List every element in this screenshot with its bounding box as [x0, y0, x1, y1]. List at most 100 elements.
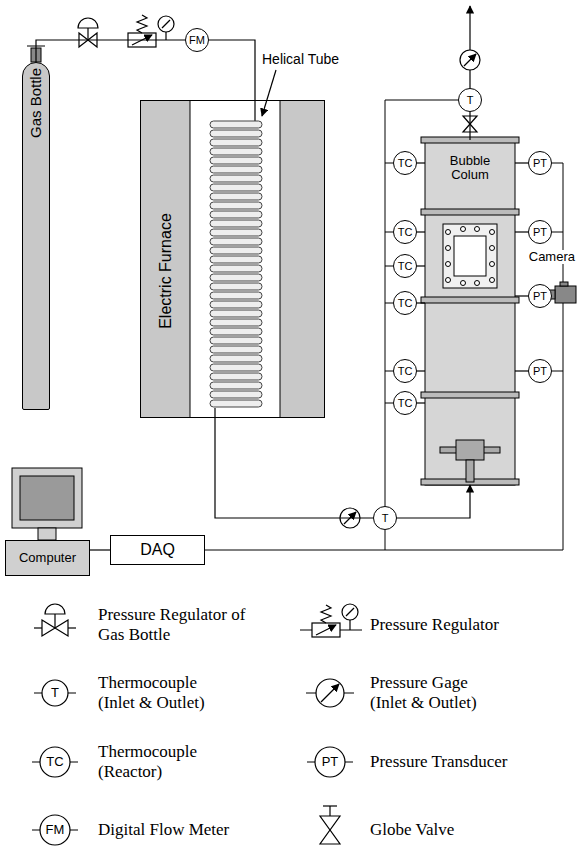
- pipe-connector: [417, 162, 425, 163]
- helical-tube: [210, 193, 262, 200]
- symbol-label: PT: [322, 755, 339, 769]
- view-window: [475, 227, 480, 232]
- helical-tube: [210, 364, 262, 371]
- helical-tube: [210, 355, 262, 362]
- legend-symbols: [42, 620, 55, 636]
- view-window: [454, 236, 486, 276]
- legend-symbols: [329, 806, 330, 816]
- computer-icon: [12, 468, 82, 540]
- legend-text: Thermocouple (Inlet & Outlet): [98, 673, 218, 712]
- legend-symbols: [349, 620, 350, 630]
- computer-icon: [38, 528, 56, 540]
- legend-symbols: [42, 680, 68, 706]
- bubble-column: [425, 140, 515, 485]
- computer: Computer: [5, 540, 90, 576]
- legend-symbols: [316, 679, 344, 707]
- pipe-connector: [515, 295, 528, 296]
- pressure-transducer: PT: [528, 284, 552, 308]
- signal-wire: [205, 100, 563, 550]
- legend-symbols: [312, 623, 340, 637]
- helical-tube: [210, 301, 262, 308]
- view-window: [446, 278, 451, 283]
- legend-symbols: [321, 684, 339, 702]
- helical-tube: [210, 247, 262, 254]
- helical-tube: [210, 121, 262, 128]
- pipe-connector: [417, 402, 425, 403]
- helical-tube: [210, 265, 262, 272]
- view-window: [446, 230, 451, 235]
- helical-tube: [210, 130, 262, 137]
- camera-icon: [555, 286, 576, 303]
- symbol-label: TC: [46, 755, 63, 769]
- symbol-label: FM: [46, 823, 65, 837]
- pressure-regulator: [165, 32, 166, 40]
- signal-wire: [385, 530, 386, 550]
- pipe-connector: [36, 40, 185, 62]
- leader-line: [262, 70, 276, 116]
- view-window: [490, 230, 495, 235]
- legend-symbols: [320, 816, 340, 830]
- signal-wire: [385, 100, 458, 101]
- electric-furnace: Electric Furnace: [140, 100, 325, 418]
- flow-meter: FM: [185, 28, 209, 52]
- symbol-label: TC: [398, 260, 413, 272]
- signal-wire: [205, 550, 563, 551]
- bubble-column: Bubble Colum: [425, 140, 515, 485]
- symbol-label: PT: [533, 365, 547, 377]
- helical-tube: [210, 220, 262, 227]
- signal-wire: [385, 266, 393, 267]
- node-label: Gas Bottle: [28, 68, 45, 138]
- pipe-connector: [209, 40, 255, 100]
- legend-symbols: [40, 815, 70, 845]
- pipe-connector: [469, 112, 470, 140]
- helical-tube: [210, 337, 262, 344]
- legend-symbols: [320, 830, 340, 844]
- pipe-connector: [417, 370, 425, 371]
- node-label: Computer: [19, 551, 76, 565]
- legend-symbols: [34, 627, 42, 628]
- pressure-regulator: [158, 16, 174, 32]
- pressure-transducer: PT: [528, 151, 552, 175]
- helical-tube: [210, 328, 262, 335]
- legend-text: Digital Flow Meter: [98, 820, 268, 840]
- helical-tube: [210, 166, 262, 173]
- helical-tube: [210, 292, 262, 299]
- view-window: [461, 281, 466, 286]
- legend-symbols: [342, 604, 358, 620]
- legend-symbols: [316, 625, 336, 635]
- gas-sparger: [440, 440, 500, 482]
- helical-tube: [210, 283, 262, 290]
- helical-tube: [210, 202, 262, 209]
- signal-wire: [563, 163, 564, 550]
- legend-text: Globe Valve: [370, 820, 540, 840]
- symbol-label: TC: [398, 397, 413, 409]
- node-label: Electric Furnace: [157, 213, 175, 329]
- legend-text: Pressure Regulator: [370, 615, 540, 635]
- helical-tube: [210, 100, 262, 418]
- node-label: Bubble Colum: [435, 154, 505, 183]
- gas-bottle-regulator: [78, 18, 98, 28]
- thermocouple-reactor: TC: [393, 359, 417, 383]
- symbol-label: T: [467, 94, 474, 106]
- helical-tube: [210, 184, 262, 191]
- signal-wire: [385, 303, 393, 304]
- legend-text: Thermocouple (Reactor): [98, 742, 218, 781]
- bubble-column: [421, 209, 519, 215]
- pressure-regulator: [162, 20, 170, 28]
- legend-symbols: [315, 747, 345, 777]
- legend-symbols: [323, 805, 337, 806]
- symbol-label: TC: [398, 297, 413, 309]
- helical-tube: [210, 175, 262, 182]
- pipe-connector: [90, 549, 110, 550]
- thermocouple-reactor: TC: [393, 220, 417, 244]
- view-window: [490, 246, 495, 251]
- pressure-transducer: PT: [528, 220, 552, 244]
- gas-bottle-regulator: [87, 28, 88, 40]
- view-window: [446, 262, 451, 267]
- pressure-transducer: PT: [528, 359, 552, 383]
- helical-tube: [210, 229, 262, 236]
- pipe-connector: [515, 231, 528, 232]
- symbol-label: TC: [398, 157, 413, 169]
